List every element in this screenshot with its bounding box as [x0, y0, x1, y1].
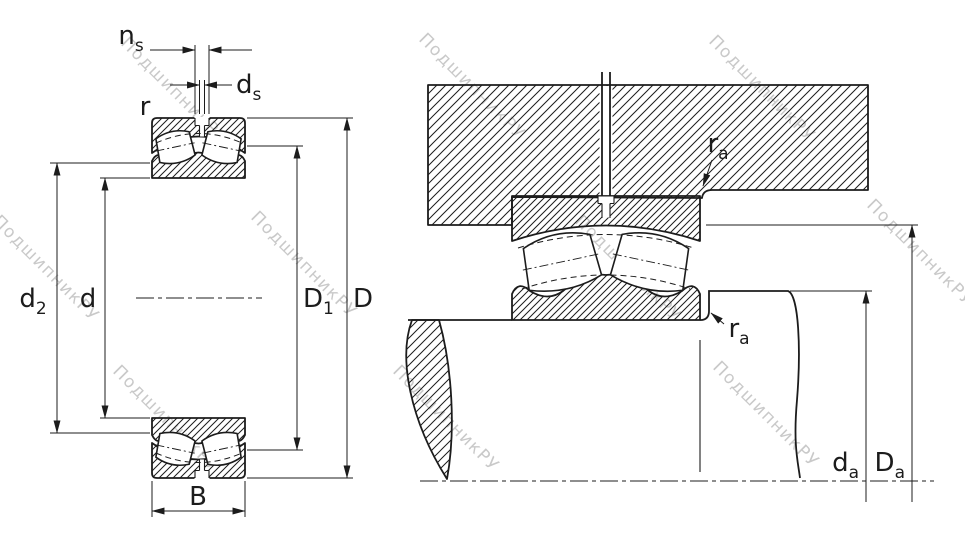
label-r: r [140, 92, 151, 122]
cage-line-top [155, 133, 243, 144]
right-labels: ra ra da Da [707, 129, 905, 483]
label-d2: d2 [19, 284, 46, 319]
mounted-outer-ring [511, 195, 701, 242]
label-ns: ns [118, 21, 143, 56]
lube-hole-top [194, 117, 210, 137]
oil-channel [599, 72, 613, 197]
leader-ra-shaft [710, 312, 725, 325]
left-bearing-section-view [136, 117, 262, 479]
leader-ra-housing [702, 159, 713, 187]
left-labels: ns ds r d2 d D1 D B [19, 21, 373, 512]
shaft-shoulder-contour [700, 290, 801, 479]
label-D: D [353, 284, 373, 314]
mounted-lube-hole [597, 196, 615, 218]
label-B: B [189, 482, 207, 512]
cage-line-bottom [155, 452, 243, 463]
mounted-cage-line-lower [521, 274, 691, 290]
label-ra-shaft: ra [728, 314, 749, 349]
lube-hole-bottom [194, 459, 210, 479]
watermark-text: ПодшипникРУ [708, 357, 823, 472]
mounted-roller-right [609, 231, 690, 293]
right-dimensions [702, 159, 918, 502]
roller-bottom-right [201, 431, 242, 467]
roller-top-right [201, 129, 242, 165]
label-Da: Da [875, 448, 905, 483]
label-d: d [80, 284, 97, 314]
label-da: da [832, 448, 859, 483]
watermark-text: ПодшипникРУ [862, 195, 965, 310]
mounted-cage-line-upper [517, 234, 695, 249]
left-dimensions [50, 45, 353, 517]
label-ds: ds [236, 70, 262, 105]
right-mounted-view [405, 72, 934, 482]
label-ra-housing: ra [707, 129, 728, 164]
label-D1: D1 [303, 284, 334, 319]
shaft-break-section [405, 319, 453, 480]
